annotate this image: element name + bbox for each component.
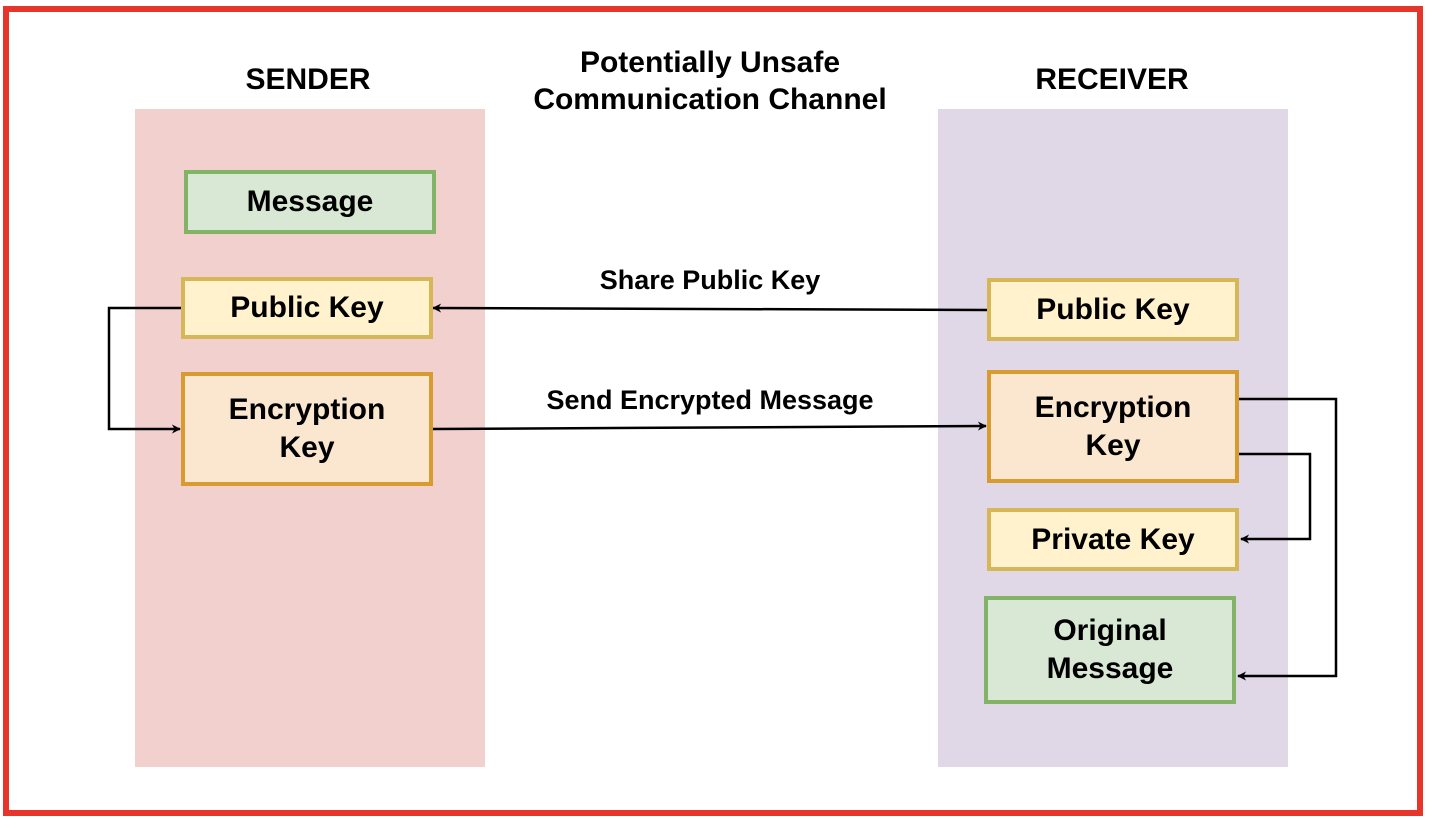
receiver-private-key-box: Private Key [987,508,1239,571]
receiver-public-key-label: Public Key [1036,292,1190,326]
sender-encryption-key-box: Encryption Key [181,372,433,486]
sender-public-key-label: Public Key [230,291,384,324]
encryption-to-private-connector [1239,452,1312,544]
receiver-encryption-key-label: Encryption Key [1034,390,1192,462]
receiver-heading: RECEIVER [1035,63,1189,96]
share-public-key-arrow [432,303,989,313]
receiver-private-key-label: Private Key [1031,522,1195,556]
share-public-key-label: Share Public Key [599,265,821,295]
send-encrypted-message-arrow [432,421,987,431]
public-to-encryption-connector [107,306,182,434]
receiver-original-message-box: Original Message [984,596,1236,704]
sender-message-box: Message [184,170,436,234]
receiver-original-message-label: Original Message [1046,614,1174,685]
receiver-public-key-box: Public Key [987,278,1239,341]
encryption-to-original-connector [1237,397,1338,681]
sender-encryption-key-label: Encryption Key [228,393,386,464]
diagram-frame [3,6,1423,816]
sender-public-key-box: Public Key [181,277,433,339]
receiver-encryption-key-box: Encryption Key [987,370,1239,483]
channel-heading: Potentially Unsafe Communication Channel [533,46,887,116]
sender-heading: SENDER [245,63,371,96]
send-encrypted-message-label: Send Encrypted Message [546,385,874,415]
sender-message-label: Message [246,185,374,218]
